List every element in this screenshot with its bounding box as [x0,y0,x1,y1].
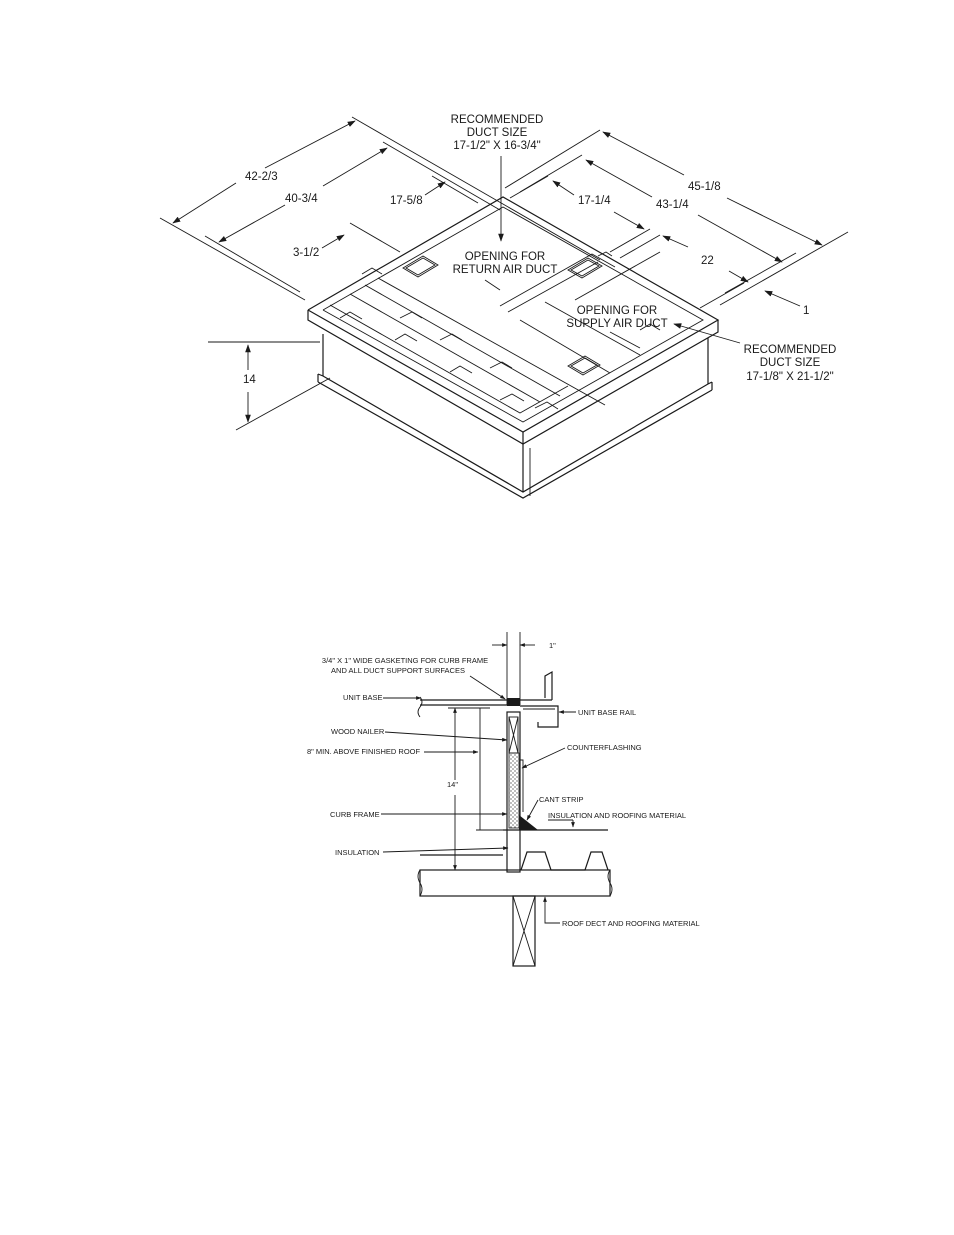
counterflashing-label: COUNTERFLASHING [567,743,642,752]
curb-frame [506,711,538,873]
dim-3-1-2: 3-1/2 [293,247,319,259]
insulation-label: INSULATION [335,848,379,857]
gasket [507,698,520,706]
duct-support-rails [329,251,661,414]
isometric-curb-drawing: 42-2/3 40-3/4 17-5/8 3-1/2 45-1/8 43-1/4… [159,114,849,499]
dim-14-inch: 14" [447,780,458,789]
dim-1-inch: 1" [549,641,556,650]
curb-cross-section: 1" [307,632,700,967]
supply-opening-label: OPENING FOR SUPPLY AIR DUCT [566,305,667,330]
supply-duct-size-callout: RECOMMENDED DUCT SIZE 17-1/8" X 21-1/2" [744,344,837,383]
dim-40-3-4: 40-3/4 [285,193,318,205]
corner-openings [402,255,603,376]
roof-deck [417,829,613,967]
unit-base-rail-label: UNIT BASE RAIL [578,708,636,717]
svg-text:OPENING FOR: OPENING FOR [465,251,546,263]
dim-42-2-3: 42-2/3 [245,171,278,183]
svg-text:17-1/8" X 21-1/2": 17-1/8" X 21-1/2" [746,371,833,383]
dimension-lines [159,116,849,431]
return-opening-label: OPENING FOR RETURN AIR DUCT [453,251,558,276]
unit-base-label: UNIT BASE [343,693,382,702]
svg-text:DUCT SIZE: DUCT SIZE [467,127,528,139]
svg-text:RETURN AIR DUCT: RETURN AIR DUCT [453,264,558,276]
unit-base [417,670,559,728]
gasketing-label-1: 3/4" X 1" WIDE GASKETING FOR CURB FRAME [322,656,488,665]
dim-17-1-4: 17-1/4 [578,195,611,207]
curb-frame-label: CURB FRAME [330,810,380,819]
svg-text:OPENING FOR: OPENING FOR [577,305,658,317]
cant-strip-label: CANT STRIP [539,795,583,804]
svg-text:DUCT SIZE: DUCT SIZE [760,357,821,369]
min-above-roof-label: 8" MIN. ABOVE FINISHED ROOF [307,747,421,756]
curb-walls [317,334,713,499]
dim-14: 14 [243,374,256,386]
roof-deck-label: ROOF DECT AND ROOFING MATERIAL [562,919,700,928]
gasketing-label-2: AND ALL DUCT SUPPORT SURFACES [331,666,465,675]
svg-text:RECOMMENDED: RECOMMENDED [451,114,544,126]
insulation-roofing-label: INSULATION AND ROOFING MATERIAL [548,811,686,820]
dim-43-1-4: 43-1/4 [656,199,689,211]
svg-text:17-1/2" X 16-3/4": 17-1/2" X 16-3/4" [453,140,540,152]
wood-nailer-label: WOOD NAILER [331,727,385,736]
cant-strip [519,815,538,830]
dim-45-1-8: 45-1/8 [688,181,721,193]
dim-1: 1 [803,305,809,317]
dim-22: 22 [701,255,714,267]
svg-text:RECOMMENDED: RECOMMENDED [744,344,837,356]
dim-17-5-8: 17-5/8 [390,195,423,207]
insulation-fill [508,752,520,829]
svg-text:SUPPLY AIR DUCT: SUPPLY AIR DUCT [566,318,667,330]
return-duct-size-callout: RECOMMENDED DUCT SIZE 17-1/2" X 16-3/4" [451,114,544,152]
